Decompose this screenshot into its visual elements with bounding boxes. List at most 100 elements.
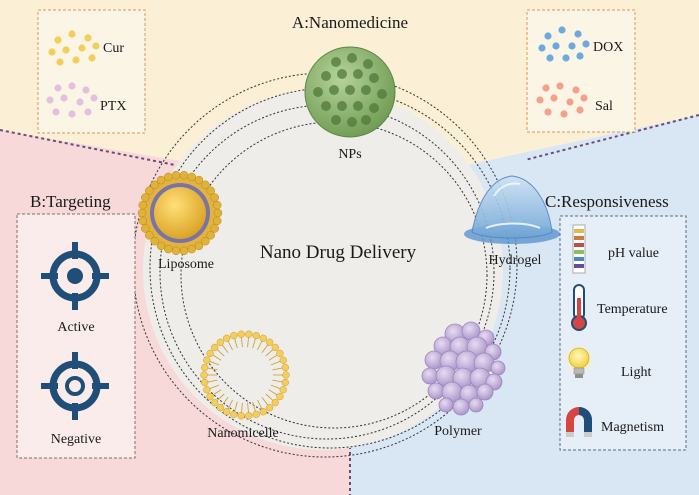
micelle-head-group — [216, 404, 224, 412]
micelle-head-group — [206, 392, 214, 401]
liposome-head-group — [171, 246, 181, 256]
micelle-head-group — [266, 338, 274, 346]
micelle-head-group — [203, 386, 211, 394]
micelle-head-group — [211, 398, 219, 407]
micelle-tail — [265, 393, 274, 401]
polymer-bead — [452, 398, 470, 416]
micelle-head-group — [237, 330, 245, 338]
center-title: Nano Drug Delivery — [260, 242, 417, 263]
liposome-head-group — [206, 186, 215, 195]
micelle-head-group — [279, 356, 287, 364]
liposome-head-group — [212, 216, 222, 226]
nps-carrier — [304, 46, 396, 138]
thermometer-icon — [571, 284, 587, 331]
micelle-tail — [227, 340, 233, 351]
micelle-tail — [257, 340, 263, 351]
micelle-head-group — [223, 334, 231, 342]
liposome-head-group — [150, 236, 159, 246]
micelle-head-group — [252, 331, 260, 340]
micelle-tail — [221, 344, 229, 353]
liposome-head-group — [212, 200, 222, 210]
micelle-head-group — [271, 343, 279, 352]
title-targeting: B:Targeting — [30, 192, 111, 211]
title-responsiveness: C:Responsiveness — [545, 192, 669, 211]
micelle-tail — [241, 402, 243, 413]
dox-dots — [538, 26, 590, 62]
liposome-head-group — [164, 172, 173, 182]
micelle-tail — [227, 399, 233, 410]
micelle-tail — [247, 402, 249, 413]
polymer-bead — [427, 382, 445, 400]
micelle-head-group — [259, 334, 267, 342]
micelle-tail — [207, 367, 218, 371]
target-filled-icon — [41, 242, 109, 310]
drug-label-sal: Sal — [595, 99, 613, 114]
liposome-head-group — [171, 170, 181, 180]
micelle-tail — [241, 337, 243, 348]
micelle-tail — [216, 349, 225, 357]
carrier-label-polymer: Polymer — [434, 424, 482, 439]
liposome-head-group — [141, 224, 150, 233]
micelle-tail — [207, 379, 218, 383]
liposome-head-group — [194, 175, 204, 185]
resp-label-temperature: Temperature — [597, 302, 668, 317]
light-bulb-icon — [563, 344, 595, 378]
resp-label-ph: pH value — [608, 246, 659, 261]
micelle-head-group — [203, 356, 211, 364]
drug-label-ptx: PTX — [100, 99, 126, 114]
micelle-tail — [261, 344, 269, 353]
micelle-head-group — [211, 343, 219, 352]
micelle-tail — [209, 384, 220, 390]
micelle-tail — [270, 360, 281, 366]
micelle-head-group — [237, 412, 245, 420]
liposome-head-group — [141, 193, 150, 202]
magnet-icon — [566, 407, 592, 437]
liposome-head-group — [164, 244, 173, 254]
micelle-tail — [234, 338, 238, 349]
liposome-head-group — [187, 172, 196, 182]
polymer-bead — [476, 383, 494, 401]
sal-dots — [536, 82, 588, 118]
micelle-head-group — [201, 363, 209, 372]
micelle-head-group — [206, 349, 214, 358]
liposome-head-group — [156, 175, 166, 185]
micelle-tail — [268, 354, 278, 361]
liposome-head-group — [145, 186, 154, 195]
micelle-tail — [270, 384, 281, 390]
micelle-head-group — [230, 331, 238, 340]
liposome-head-group — [137, 208, 147, 218]
targeting-label-active: Active — [57, 320, 94, 335]
micelle-tail — [209, 360, 220, 366]
resp-label-light: Light — [621, 365, 651, 380]
micelle-tail — [261, 397, 269, 406]
target-hollow-icon — [41, 352, 109, 420]
polymer-bead — [468, 397, 484, 413]
micelle-head-group — [230, 410, 238, 419]
center-disk — [143, 90, 503, 450]
liposome-head-group — [138, 216, 148, 226]
ph-strip-icon — [572, 224, 586, 274]
liposome-head-group — [210, 193, 219, 202]
liposome-head-group — [213, 208, 223, 218]
resp-label-magnetism: Magnetism — [601, 420, 664, 435]
micelle-tail — [272, 379, 283, 383]
liposome-head-group — [150, 180, 159, 190]
cur-dots — [48, 30, 100, 66]
title-nanomedicine: A:Nanomedicine — [292, 13, 408, 32]
liposome-head-group — [206, 231, 215, 240]
micelle-tail — [252, 401, 256, 412]
micelle-head-group — [276, 392, 284, 401]
micelle-tail — [212, 354, 222, 361]
micelle-tail — [234, 401, 238, 412]
carrier-label-liposome: Liposome — [158, 257, 214, 272]
micelle-head-group — [245, 330, 253, 338]
micelle-head-group — [216, 338, 224, 346]
micelle-head-group — [223, 408, 231, 416]
liposome-head-group — [179, 246, 189, 256]
micelle-tail — [216, 393, 225, 401]
liposome-head-group — [145, 231, 154, 240]
micelle-head-group — [201, 378, 209, 387]
micelle-tail — [268, 389, 278, 396]
liposome-head-group — [179, 170, 189, 180]
micelle-head-group — [281, 378, 289, 387]
